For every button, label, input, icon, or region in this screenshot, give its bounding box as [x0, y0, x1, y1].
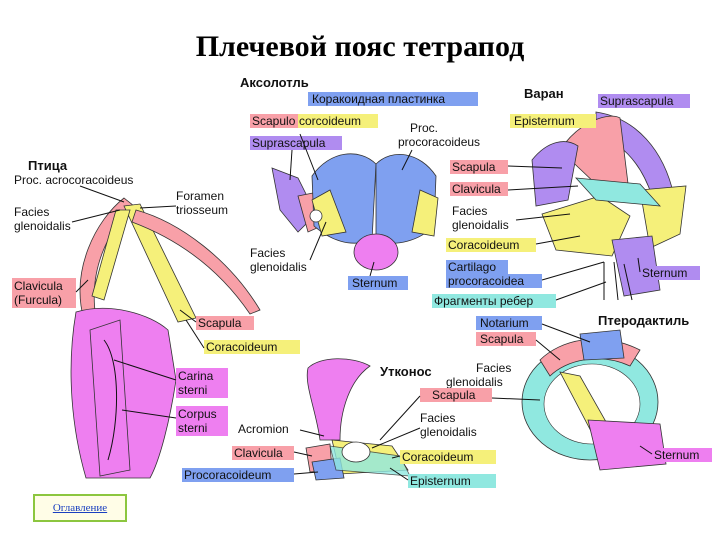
label-suprascapula-axolotl: Suprascapula	[252, 136, 326, 150]
monitor-suprascapula-left	[531, 141, 579, 207]
label-cartilago-1: Cartilago	[448, 260, 496, 274]
label-episternum-monitor: Episternum	[514, 114, 575, 128]
label-corpus-1: Corpus	[178, 407, 217, 421]
label-sternum-monitor: Sternum	[642, 266, 687, 280]
label-foramen-2: triosseum	[176, 203, 228, 217]
label-facies-bird-2: glenoidalis	[14, 219, 71, 233]
label-scapula-bird: Scapula	[198, 316, 242, 330]
label-clavicula-platypus: Clavicula	[234, 446, 283, 460]
label-scapulo: Scapulo	[252, 114, 296, 128]
label-sternum-pterodactyl: Sternum	[654, 448, 699, 462]
monitor-coracoid-shape	[541, 195, 631, 257]
axolotl-glenoid-right	[411, 189, 439, 237]
pterodactyl-figure	[521, 329, 667, 471]
label-notarium: Notarium	[480, 316, 529, 330]
label-suprascapula-monitor: Suprascapula	[600, 94, 674, 108]
table-of-contents-link[interactable]: Оглавление	[33, 494, 127, 522]
label-facies-platypus-2: glenoidalis	[446, 375, 503, 389]
label-coracoideum-monitor: Coracoideum	[448, 238, 519, 252]
label-bird: Птица	[28, 158, 68, 173]
monitor-figure	[531, 111, 687, 301]
monitor-interclavicle	[575, 177, 661, 207]
label-facies-platypus-1: Facies	[476, 361, 511, 375]
label-episternum-platypus: Episternum	[410, 474, 471, 488]
label-scapula-platypus: Scapula	[432, 388, 476, 402]
bird-coracoid-left	[91, 209, 131, 301]
label-monitor: Варан	[524, 86, 564, 101]
label-facies-platypus-3: Facies	[420, 411, 455, 425]
label-cartilago-2: procoracoidea	[448, 274, 524, 288]
label-facies-axolotl-2: glenoidalis	[250, 260, 307, 274]
label-sternum-axolotl: Sternum	[352, 276, 397, 290]
pterodactyl-sternum-shape	[587, 419, 667, 471]
bird-keel-shape	[89, 319, 131, 477]
platypus-scapula-shape	[306, 358, 371, 441]
label-axolotl: Аксолотль	[240, 75, 309, 90]
axolotl-sternum-shape	[353, 233, 399, 271]
label-coracoideum-platypus: Coracoideum	[402, 450, 473, 464]
label-acromion: Acromion	[238, 422, 289, 436]
label-facies-monitor-2: glenoidalis	[452, 218, 509, 232]
label-corpus-2: sterni	[178, 421, 207, 435]
label-facies-monitor-1: Facies	[452, 204, 487, 218]
label-corcoideum: corcoideum	[299, 114, 361, 128]
label-scapula-pterodactyl: Scapula	[480, 332, 524, 346]
label-carina-1: Carina	[178, 369, 214, 383]
label-platypus: Утконос	[380, 364, 432, 379]
label-scapula-monitor: Scapula	[452, 160, 496, 174]
label-coracoid-plate: Коракоидная пластинка	[312, 92, 445, 106]
label-proc-2: procoracoideus	[398, 135, 480, 149]
axolotl-figure	[271, 153, 439, 271]
label-facies-axolotl-1: Facies	[250, 246, 285, 260]
bird-figure	[70, 197, 261, 479]
label-proc-acrocoracoideus: Proc. acrocoracoideus	[14, 173, 133, 187]
label-foramen-1: Foramen	[176, 189, 224, 203]
label-proc-1: Proc.	[410, 121, 438, 135]
label-clavicula-bird-1: Clavicula	[14, 279, 63, 293]
label-procoracoideum: Procoracoideum	[184, 468, 271, 482]
label-facies-bird-1: Facies	[14, 205, 49, 219]
slide-title: Плечевой пояс тетрапод	[195, 30, 525, 63]
bird-scapula-shape	[131, 209, 261, 315]
pterodactyl-notarium-shape	[579, 329, 625, 361]
monitor-scapula-shape	[559, 115, 631, 201]
label-pterodactyl: Птеродактиль	[598, 313, 689, 328]
axolotl-glenoid-left	[311, 189, 347, 237]
label-carina-2: sterni	[178, 383, 207, 397]
label-facies-platypus-4: glenoidalis	[420, 425, 477, 439]
label-clavicula-monitor: Clavicula	[452, 182, 501, 196]
label-clavicula-bird-2: (Furcula)	[14, 293, 62, 307]
monitor-sternum-shape	[611, 235, 661, 297]
label-rib-fragments: Фрагменты ребер	[434, 294, 533, 308]
label-coracoideum-bird: Coracoideum	[206, 340, 277, 354]
